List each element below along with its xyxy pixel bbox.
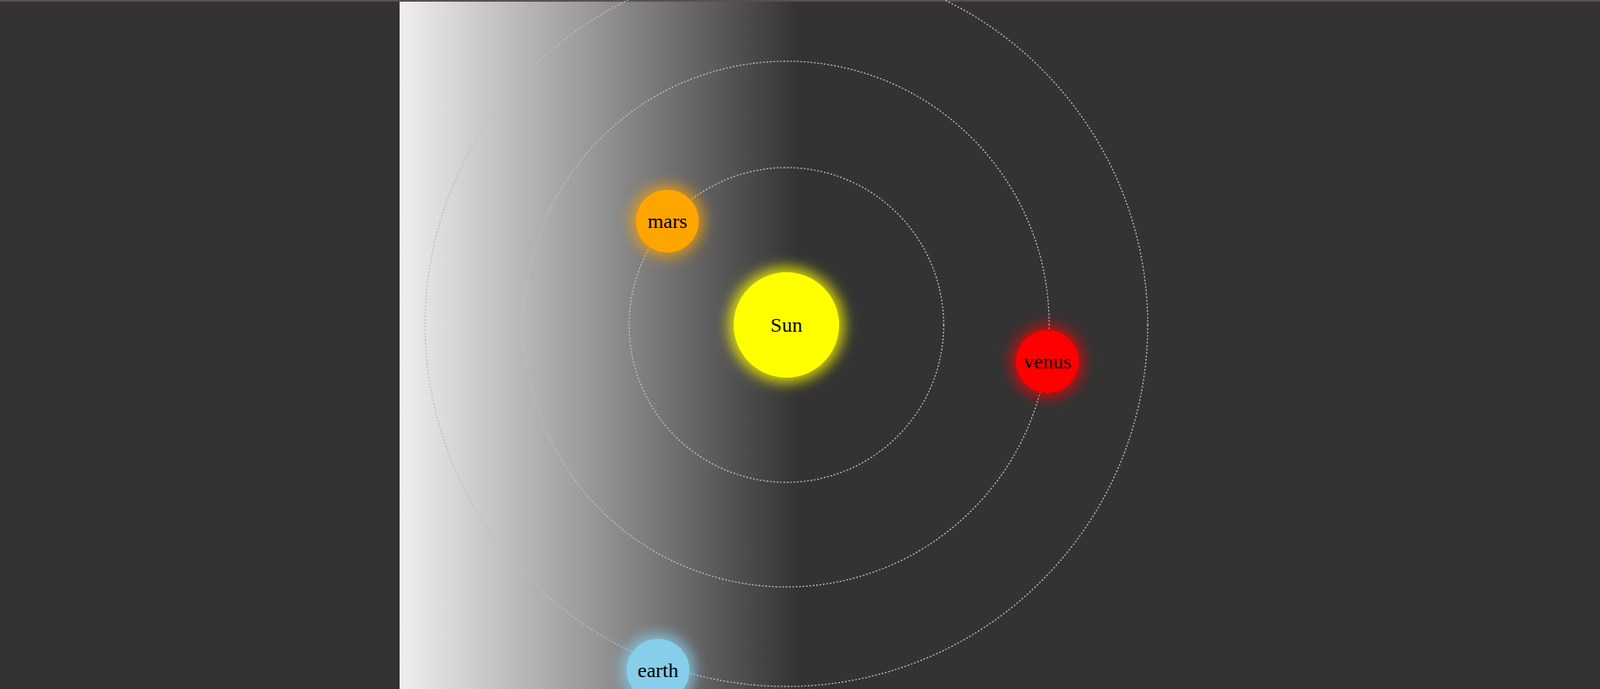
planet-label: earth [637, 658, 679, 682]
planet-label: Sun [770, 313, 802, 337]
outer-orbit [425, 0, 1148, 687]
middle-orbit [523, 61, 1050, 587]
sun-circle: Sun [733, 272, 840, 378]
planet-label: venus [1023, 350, 1072, 374]
planet-circle: earth [626, 638, 690, 689]
planet-circle: venus [1015, 329, 1079, 393]
planet-label: mars [647, 209, 688, 233]
planet-circle: mars [635, 189, 699, 253]
inner-orbit [629, 167, 944, 483]
